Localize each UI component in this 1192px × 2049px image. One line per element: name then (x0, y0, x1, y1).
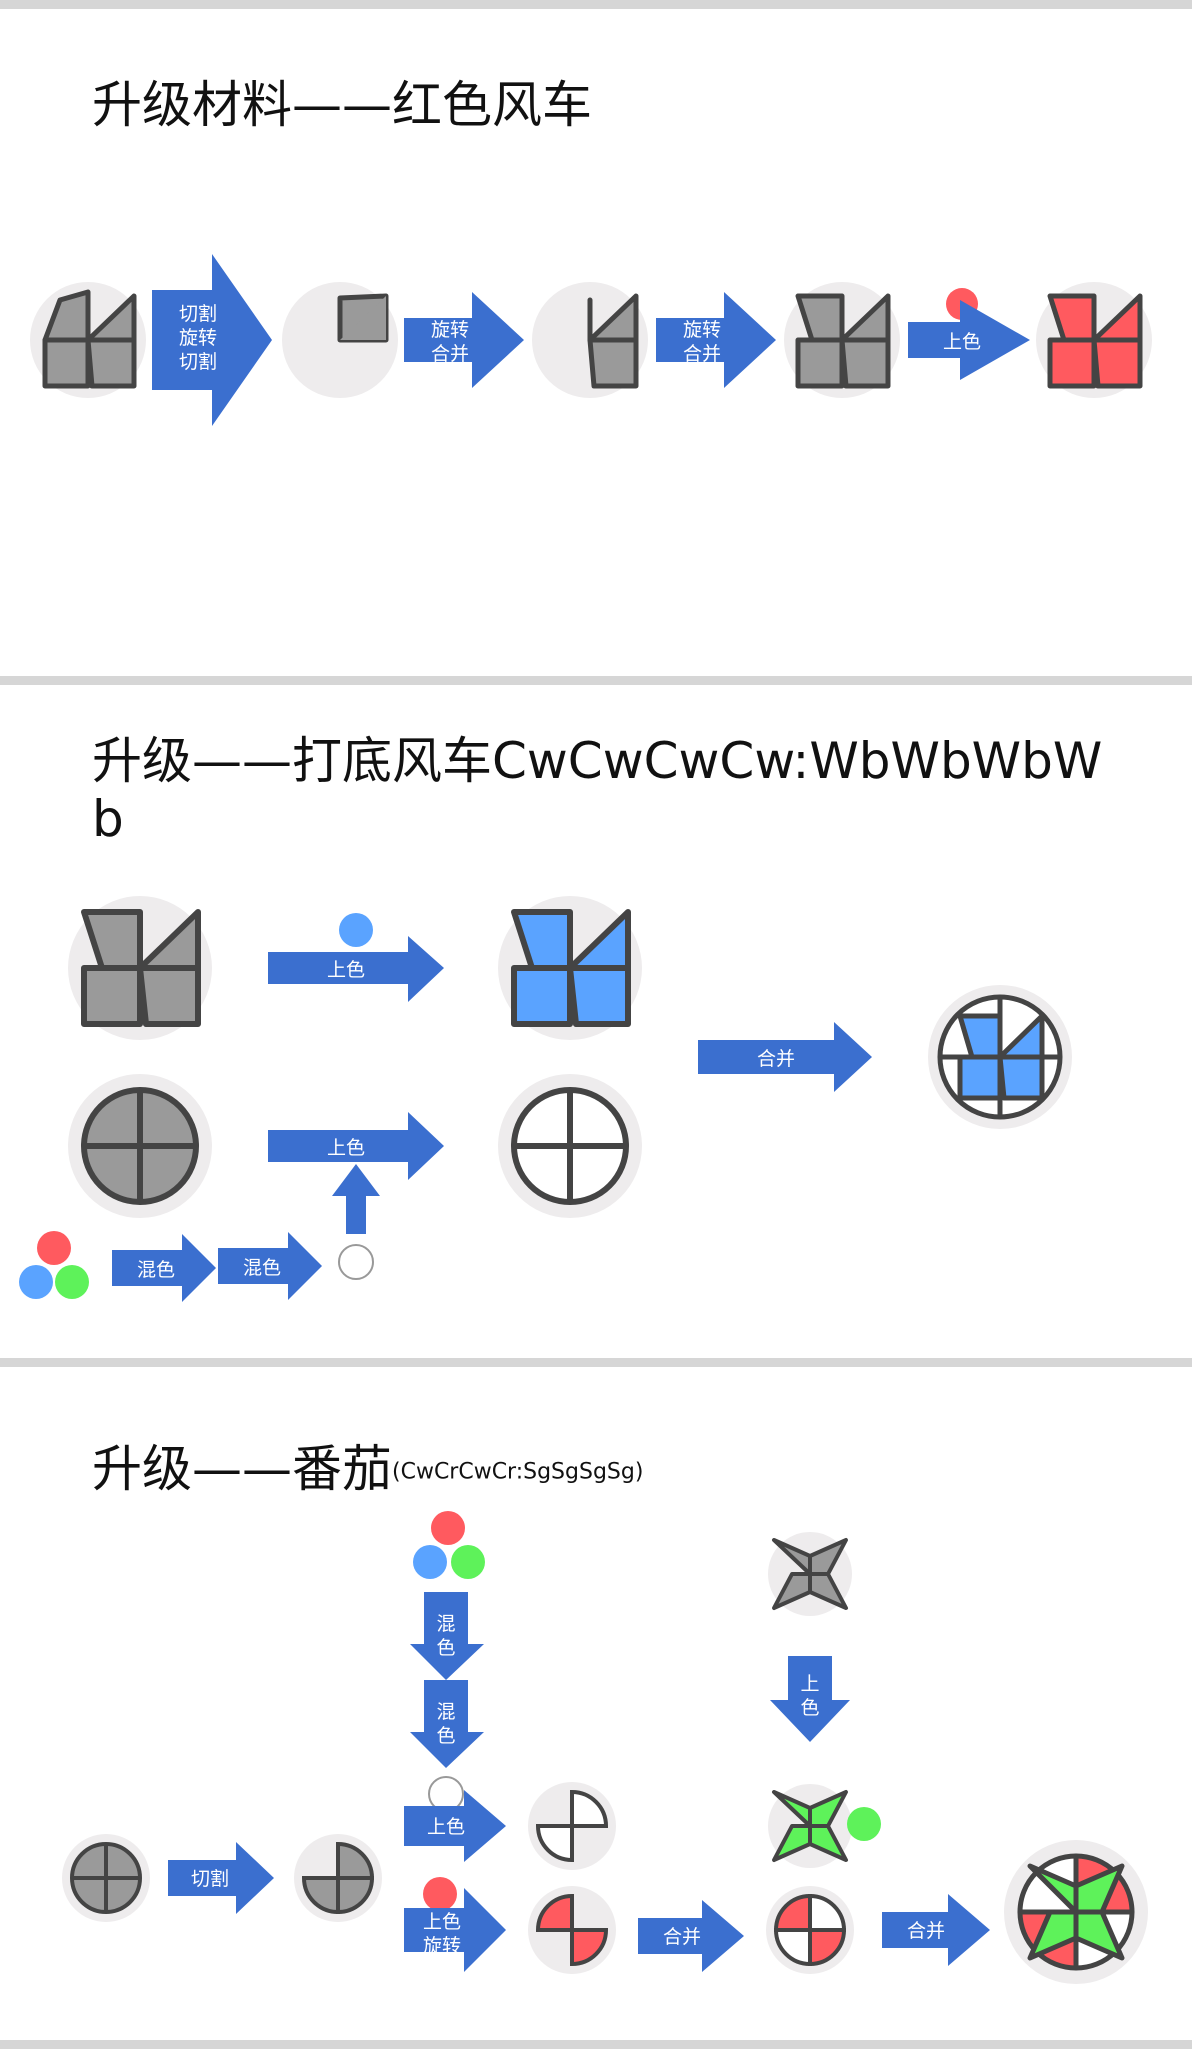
green-paint-dot (847, 1807, 881, 1841)
windmill-shape-gray-2 (795, 293, 891, 389)
divider-2 (0, 1358, 1192, 1367)
arrow-label: 上色 (427, 1816, 465, 1838)
star-shape-green (772, 1790, 848, 1862)
red-paint-dot (423, 1877, 457, 1911)
arrow-label: 上色 (327, 959, 365, 981)
arrow-paint-rotate: 上色 旋转 (404, 1888, 506, 1972)
section-2-flow: 上色 上色 合并 (19, 896, 1072, 1302)
section-1-title: 升级材料——红色风车 (92, 76, 592, 134)
arrow-combine-2: 合并 (638, 1900, 744, 1972)
arrow-mix-1: 混色 (112, 1234, 216, 1302)
windmill-shape-gray (42, 289, 137, 389)
circle-shape-white (511, 1087, 629, 1205)
quarter-white (535, 1789, 609, 1863)
blue-paint-dot (339, 913, 373, 947)
quarter-red (535, 1893, 609, 1967)
section-3-title-text: 升级——番茄 (92, 1440, 392, 1498)
arrow-label: 旋转 (683, 319, 721, 341)
arrow-label-1: 切割 (179, 303, 217, 325)
circle-shape-gray-small (70, 1842, 142, 1914)
tomato-result-shape (1017, 1853, 1135, 1971)
arrow-label: 色 (436, 1637, 455, 1659)
windmill-shape-blue (511, 909, 631, 1027)
arrow-up-paint (332, 1164, 380, 1234)
half-windmill-shape (587, 293, 639, 389)
arrow-rotate-combine-2: 旋转 合并 (656, 292, 776, 388)
arrow-label: 上色 (423, 1911, 461, 1933)
top-divider (0, 0, 1192, 9)
arrow-cut-rotate-cut: 切割 旋转 切割 (152, 254, 272, 426)
section-3-flow: 混 色 混 色 切割 上色 (62, 1511, 1148, 1984)
arrow-label-3: 切割 (179, 351, 217, 373)
section-3-code: (CwCrCwCr:SgSgSgSg) (392, 1459, 644, 1485)
windmill-shape-red (1047, 293, 1143, 389)
arrow-mix-down-2: 混 色 (410, 1680, 484, 1768)
rgb-dots (19, 1231, 89, 1299)
arrow-label-2: 旋转 (179, 327, 217, 349)
half-circle-gray (301, 1841, 375, 1915)
circle-shape-gray (81, 1087, 199, 1205)
arrow-paint-red: 上色 (908, 300, 1030, 380)
arrow-label: 混色 (137, 1259, 175, 1281)
white-paint-dot (338, 1244, 374, 1280)
result-circle-windmill (937, 994, 1063, 1120)
arrow-paint-white: 上色 (268, 1112, 444, 1180)
arrow-label: 混色 (243, 1257, 281, 1279)
arrow-mix-down-1: 混 色 (410, 1592, 484, 1680)
arrow-label: 合并 (757, 1048, 795, 1070)
arrow-label: 合并 (907, 1920, 945, 1942)
arrow-label: 色 (800, 1697, 819, 1719)
divider-1 (0, 676, 1192, 685)
arrow-cut: 切割 (168, 1842, 274, 1914)
arrow-mix-2: 混色 (218, 1232, 322, 1300)
arrow-paint-blue: 上色 (268, 936, 444, 1002)
rgb-dots-2 (413, 1511, 485, 1579)
white-paint-dot (428, 1776, 464, 1812)
section-3-title: 升级——番茄(CwCrCwCr:SgSgSgSg) (92, 1440, 643, 1502)
arrow-label: 上 (800, 1673, 819, 1695)
arrow-label: 合并 (431, 343, 469, 365)
arrow-combine-3: 合并 (882, 1894, 990, 1966)
arrow-label: 旋转 (431, 319, 469, 341)
arrow-label: 切割 (191, 1868, 229, 1890)
arrow-paint-white-2: 上色 (404, 1790, 506, 1862)
arrow-label: 合并 (663, 1926, 701, 1948)
arrow-label: 旋转 (423, 1935, 461, 1957)
arrow-rotate-combine-1: 旋转 合并 (404, 292, 524, 388)
arrow-label: 上色 (943, 331, 981, 353)
arrow-label: 色 (436, 1725, 455, 1747)
arrow-label: 混 (436, 1701, 455, 1723)
arrow-paint-down: 上 色 (770, 1656, 850, 1742)
section-2-title: 升级——打底风车CwCwCwCw:WbWbWbWb (92, 732, 1112, 848)
arrow-label: 合并 (683, 343, 721, 365)
bottom-divider (0, 2040, 1192, 2049)
star-shape-gray (772, 1538, 848, 1610)
section-2-title-text: 升级——打底风车CwCwCwCw:WbWbWbWb (92, 732, 1103, 848)
arrow-combine: 合并 (698, 1022, 872, 1092)
circle-red-white (773, 1893, 847, 1967)
windmill-shape-gray (81, 909, 201, 1027)
arrow-label: 混 (436, 1613, 455, 1635)
arrow-label: 上色 (327, 1137, 365, 1159)
section-1-flow: 切割 旋转 切割 旋转 合并 旋转 合并 (30, 254, 1152, 426)
